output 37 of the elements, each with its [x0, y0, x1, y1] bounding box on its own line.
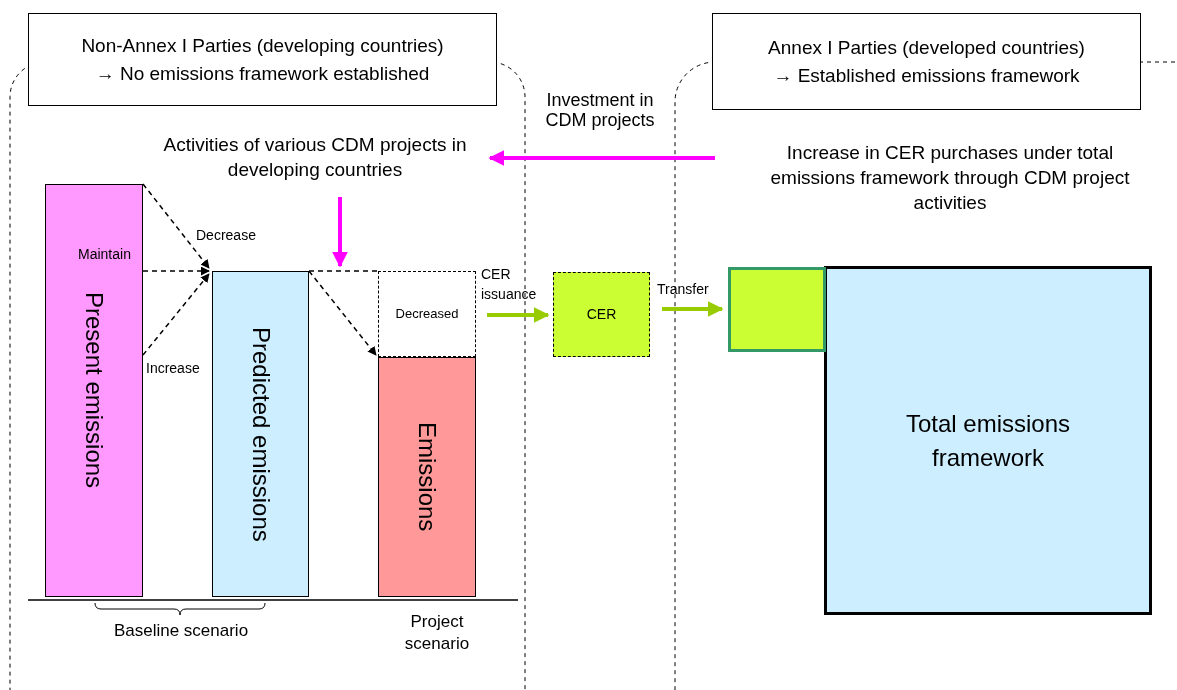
scenario-label: Baseline scenario — [112, 620, 250, 642]
emissions-bar — [378, 357, 476, 597]
arrow — [487, 307, 550, 323]
heading-box — [712, 13, 1141, 110]
edge-label: Transfer — [657, 280, 710, 299]
edge-label: Investment in CDM projects — [544, 90, 656, 130]
heading-text: Non-Annex I Parties (developing countries) — [81, 33, 444, 58]
heading-text: → Established emissions framework — [773, 63, 1080, 88]
arrow — [308, 270, 377, 356]
dashed-line — [308, 270, 379, 272]
box-label: CER — [586, 305, 617, 324]
bar-label: Present emissions — [80, 292, 109, 489]
box-label: Total emissions framework — [904, 408, 1072, 473]
arrow — [488, 150, 715, 166]
edge-label: CER issuance — [481, 265, 538, 304]
bar-label: Predicted emissions — [246, 326, 276, 542]
scenario-label: Project scenario — [403, 611, 471, 655]
framework-box — [824, 266, 1152, 615]
arrow — [142, 183, 210, 269]
heading-box — [28, 13, 497, 106]
emissions-bar — [212, 271, 309, 597]
edge-label: Increase — [146, 359, 201, 378]
activity-text: Activities of various CDM projects in developing countries — [162, 133, 468, 182]
heading-text: → No emissions framework established — [95, 61, 430, 86]
edge-label: Maintain — [78, 245, 132, 264]
arrow — [662, 301, 724, 317]
arrow — [332, 197, 348, 268]
cer-box — [728, 267, 826, 352]
box-label: Decreased — [395, 305, 459, 324]
cer-box — [553, 272, 650, 357]
arrow — [142, 266, 210, 276]
edge-label: Decrease — [196, 226, 257, 245]
purchase-text: Increase in CER purchases under total emissions framework through CDM project activities — [769, 140, 1131, 215]
emissions-bar — [45, 184, 143, 597]
heading-text: Annex I Parties (developed countries) — [768, 35, 1085, 60]
bar-label: Emissions — [413, 422, 442, 532]
arrow — [142, 273, 210, 356]
